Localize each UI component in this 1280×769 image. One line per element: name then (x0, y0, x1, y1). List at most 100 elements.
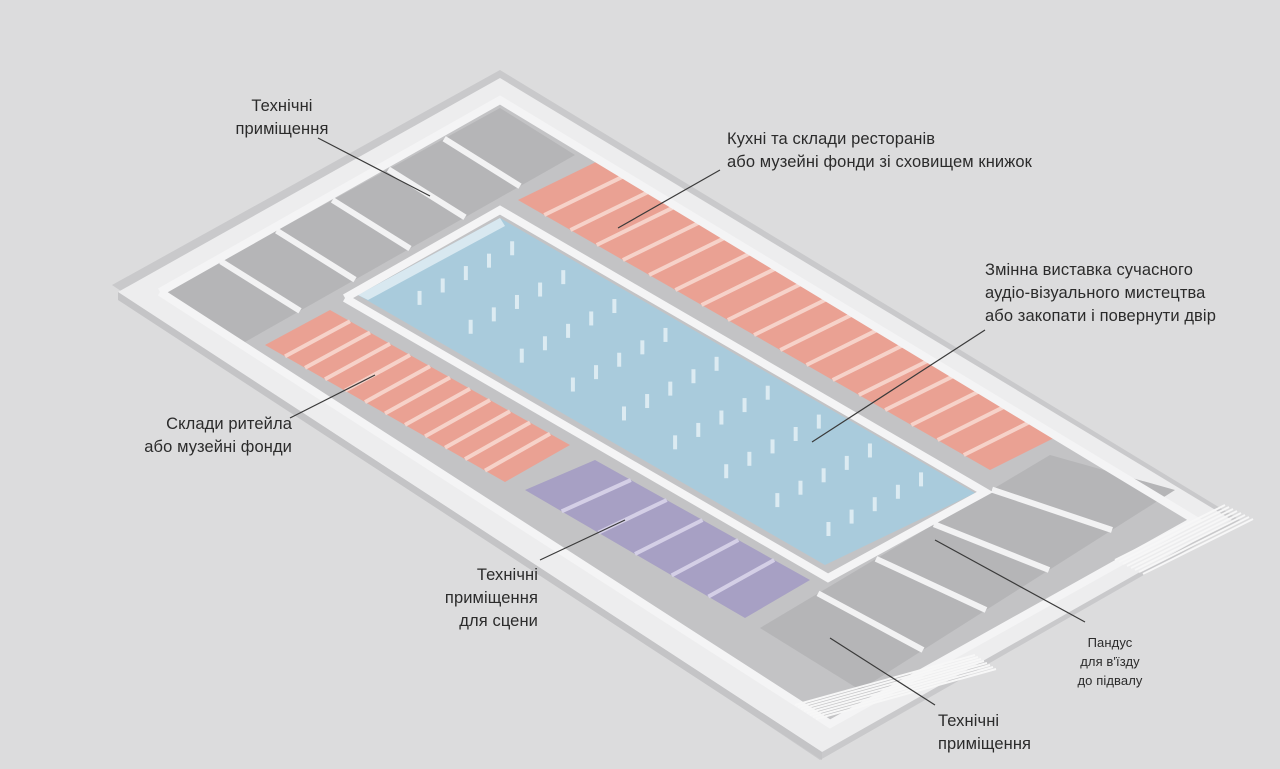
retail-partition (304, 330, 371, 370)
exhibition-column (844, 455, 849, 470)
exhibition-column (519, 348, 524, 363)
kitchen-partition (962, 417, 1036, 457)
exhibition-column (770, 439, 775, 454)
kitchen-partition (884, 372, 959, 412)
entry-ramps (794, 504, 1254, 720)
exhibition-column (872, 497, 877, 512)
ramp-step (1142, 518, 1254, 575)
exhibition-column (617, 352, 622, 367)
ramp-step (1138, 516, 1250, 573)
ramp-step (1118, 506, 1230, 563)
exhibition-column (468, 319, 473, 334)
retail-partition (484, 432, 551, 473)
leader-exhibition (811, 329, 986, 443)
ramp-step (1130, 512, 1242, 569)
exhibition-column (765, 385, 770, 400)
retail-partition (364, 364, 431, 404)
stage-partition (670, 538, 740, 578)
leader-lines (289, 137, 1086, 706)
label-kitchens: Кухні та склади ресторанів або музейні ф… (727, 130, 1032, 171)
kitchen-partition (648, 234, 729, 277)
exhibition-column (594, 365, 599, 380)
label-stage-tech: Технічні приміщення для сцени (444, 566, 538, 630)
leader-retail (289, 374, 376, 419)
label-tech-rooms-bottom: Технічні приміщення (938, 712, 1032, 753)
tech-top-partition (330, 197, 412, 252)
exhibition-column (417, 290, 422, 305)
retail-partition (444, 409, 511, 450)
kitchen-partition (910, 387, 985, 427)
kitchen-partition (700, 265, 780, 307)
retail-partition (404, 387, 471, 427)
exhibition-column (622, 406, 626, 421)
ramp-step (1134, 514, 1246, 571)
exhibition-column (673, 435, 678, 450)
ramp-step (800, 658, 982, 710)
ramp-step (806, 662, 988, 714)
exhibition-column (849, 509, 854, 524)
tech-top-partition (219, 258, 302, 314)
kitchen-partition (831, 341, 908, 382)
exhibition-column (510, 241, 515, 256)
label-ramp: Пандус для в'їзду до підвалу (1077, 635, 1143, 688)
exhibition-hall-zone (358, 218, 975, 565)
retail-partition (464, 420, 531, 461)
exhibition-column (742, 398, 747, 413)
exhibition-column (775, 493, 780, 508)
retail-partition (424, 398, 491, 439)
ramp-step (1126, 510, 1238, 567)
exhibition-column (816, 414, 821, 429)
kitchen-partition (595, 204, 678, 247)
tech-bottom-partition (932, 521, 1051, 573)
tech-top-room-walls (219, 136, 522, 314)
kitchen-partition (936, 402, 1010, 442)
leader-tech-bottom (829, 637, 936, 706)
stage-partition (707, 558, 776, 599)
ramp-step (812, 666, 994, 718)
tech-bottom-partition (816, 590, 925, 653)
tech-bottom-partition (874, 556, 988, 613)
exhibition-column (487, 253, 491, 268)
retail-partition (324, 341, 391, 382)
retail-partition (284, 319, 351, 359)
exhibition-column (668, 381, 673, 396)
exhibition-column (821, 468, 826, 483)
exhibition-column (538, 282, 543, 297)
ramp-step (794, 654, 976, 706)
ramp-step (803, 660, 985, 712)
leader-kitchens (617, 169, 721, 229)
exhibition-column (463, 266, 468, 281)
exhibition-column (719, 410, 724, 425)
exhibition-column (514, 294, 519, 309)
ramp-step (797, 656, 979, 708)
exhibition-column (663, 327, 668, 342)
tech-top-partition (386, 166, 467, 220)
leader-ramp (934, 539, 1086, 623)
tech-bottom-partition (991, 486, 1113, 533)
kitchen-partition (622, 219, 704, 262)
exhibition-column (696, 422, 701, 437)
kitchen-partition (674, 249, 755, 292)
ramp-step (1122, 508, 1234, 565)
retail-room-walls (284, 319, 551, 473)
retail-partition (384, 375, 451, 416)
exhibition-column (566, 323, 571, 338)
tech-bottom-room-walls (816, 486, 1113, 653)
exhibition-hall-inner-wall (358, 218, 505, 300)
exhibition-column (798, 480, 803, 495)
kitchen-partition (857, 356, 934, 397)
exhibition-columns (417, 241, 924, 536)
label-retail: Склади ритейла або музейні фонди (144, 415, 292, 456)
ramp-step (809, 664, 991, 716)
kitchen-partition (753, 295, 831, 337)
exhibition-column (919, 472, 924, 487)
exhibition-column (440, 278, 445, 293)
exhibition-column (589, 311, 594, 326)
exhibition-column (895, 484, 900, 499)
exhibition-column (724, 464, 729, 479)
stage-partition (634, 518, 704, 556)
kitchen-partition (726, 280, 806, 322)
kitchen-partition (543, 173, 627, 217)
